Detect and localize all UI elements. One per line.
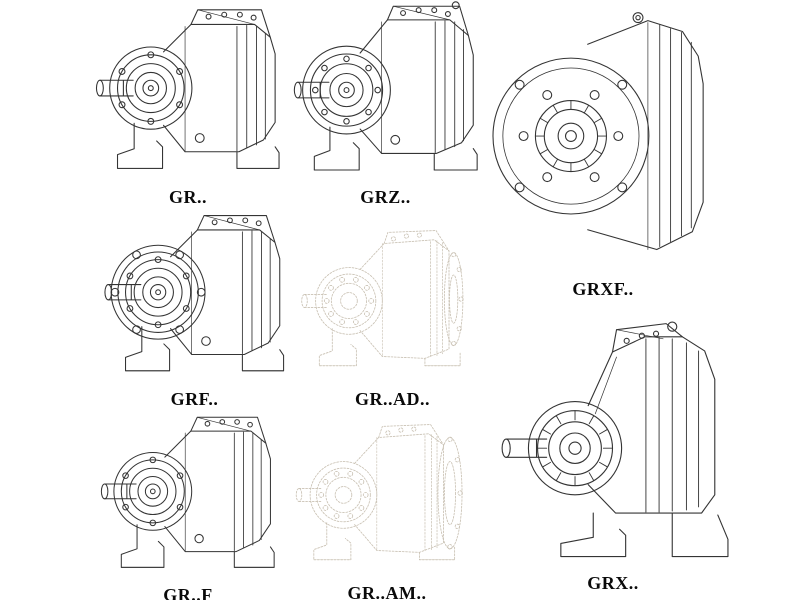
grx-gearbox-drawing bbox=[501, 321, 729, 558]
grxf-gearbox-drawing bbox=[492, 12, 704, 251]
gearbox-figure-grxf: GRXF.. bbox=[492, 2, 714, 300]
gearbox-figure-gr-am: GR..AM.. bbox=[286, 406, 488, 600]
grx-model-label: GRX.. bbox=[587, 573, 639, 593]
gr-model-label: GR.. bbox=[169, 187, 207, 207]
gearbox-figure-grx: GRX.. bbox=[494, 294, 732, 594]
gearbox-figure-grf: GRF.. bbox=[92, 206, 297, 410]
grf-model-label: GRF.. bbox=[170, 389, 219, 409]
gr-gearbox-drawing bbox=[88, 0, 288, 186]
gr-f-model-label: GR..F bbox=[163, 585, 213, 600]
gr-ad-model-label: GR..AD.. bbox=[355, 389, 430, 409]
grxf-model-label: GRXF.. bbox=[572, 279, 634, 299]
gearbox-figure-gr-f: GR..F bbox=[88, 408, 288, 600]
gearbox-figure-gr-ad: GR..AD.. bbox=[290, 212, 495, 410]
gr-f-gearbox-drawing bbox=[88, 408, 288, 584]
grz-model-label: GRZ.. bbox=[360, 187, 411, 207]
grz-gearbox-drawing bbox=[293, 1, 478, 171]
gearbox-figure-grz: GRZ.. bbox=[288, 0, 483, 208]
gearbox-figure-gr: GR.. bbox=[88, 0, 288, 208]
gr-am-gearbox-drawing bbox=[286, 406, 488, 582]
gr-ad-gearbox-drawing bbox=[290, 212, 495, 388]
gr-am-model-label: GR..AM.. bbox=[347, 583, 427, 600]
grf-gearbox-drawing bbox=[92, 206, 297, 388]
